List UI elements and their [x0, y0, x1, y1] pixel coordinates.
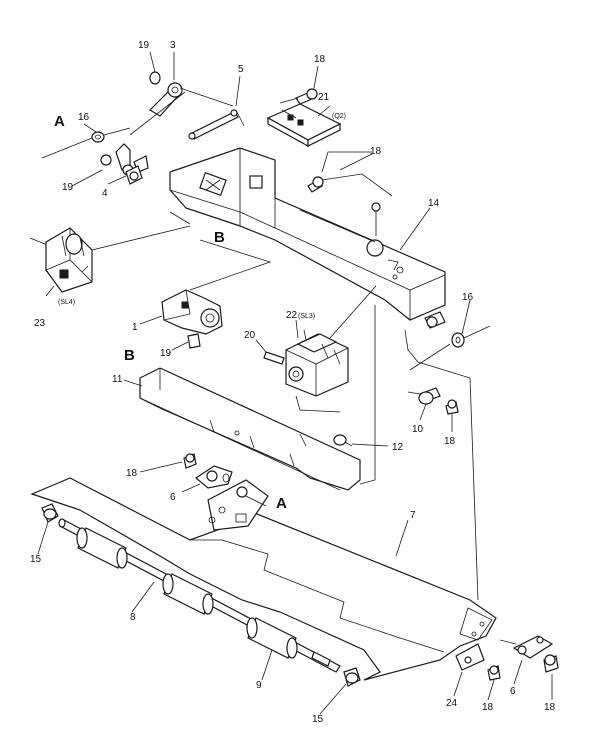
b-link-line-2: [169, 211, 191, 225]
callout-5: 5: [238, 64, 244, 75]
callout-23: 23: [34, 318, 46, 329]
callout-6-left: 6: [170, 492, 176, 503]
code-sl4: (SL4): [58, 299, 75, 306]
callout-16-top: 16: [78, 112, 90, 123]
callout-3: 3: [170, 40, 176, 51]
solenoid-23: [29, 225, 191, 293]
callout-20: 20: [244, 330, 256, 341]
callout-6-right: 6: [510, 686, 516, 697]
screw-18-mid: [445, 399, 459, 415]
lever-1: [161, 289, 223, 349]
lever-assembly: [129, 71, 245, 140]
screw-18-bottom-mid: [487, 665, 501, 681]
connector-line-right: [404, 329, 479, 601]
pin-20: [263, 351, 285, 365]
reference-letters: A A B B: [54, 113, 287, 512]
stud-6-right: [499, 635, 554, 659]
callout-22: 22: [286, 310, 298, 321]
callout-19-top: 19: [138, 40, 150, 51]
callout-18-bottom-mid: 18: [482, 702, 494, 713]
leader-lines: [37, 51, 553, 715]
stud-6-left: [194, 465, 233, 489]
connector-line-left: [359, 305, 376, 485]
callout-9: 9: [256, 680, 262, 691]
ref-b-mid: B: [124, 347, 135, 364]
callout-11: 11: [112, 374, 123, 385]
ref-a-top: A: [54, 113, 65, 130]
ref-a-bottom: A: [276, 495, 287, 512]
stud-10: [407, 387, 441, 405]
callout-15-left: 15: [30, 554, 42, 565]
ref-b-top: B: [214, 229, 225, 246]
callout-18-mid: 18: [444, 436, 456, 447]
bushing-15-left: [41, 503, 59, 523]
part-4: [125, 165, 143, 185]
screw-18-frame: [307, 151, 393, 197]
callout-12: 12: [392, 442, 404, 453]
roller-shaft-8: [58, 518, 341, 673]
callout-18-lower: 18: [126, 468, 138, 479]
upper-frame-14: [169, 147, 446, 329]
callout-24: 24: [446, 698, 458, 709]
washer-16-right: [409, 325, 491, 371]
callout-1: 1: [132, 322, 138, 333]
part-24: [455, 643, 485, 671]
callout-10: 10: [412, 424, 424, 435]
screw-top-center: [371, 202, 381, 236]
bracket-11: [139, 367, 361, 491]
callout-16-right: 16: [462, 292, 474, 303]
bushing-15-right: [343, 667, 361, 687]
callout-21: 21: [318, 92, 330, 103]
callout-15-right: 15: [312, 714, 324, 725]
screw-18-lower: [183, 453, 197, 469]
callout-18-top: 18: [314, 54, 326, 65]
callout-18-frame: 18: [370, 146, 382, 157]
callout-19-left: 19: [62, 182, 74, 193]
callout-18-bottom-right: 18: [544, 702, 556, 713]
plate-7: [30, 477, 497, 681]
b-link-line: [189, 239, 272, 291]
code-sl3: (SL3): [298, 313, 315, 320]
callout-19-mid: 19: [160, 348, 172, 359]
screw-18-bottom-right: [543, 654, 559, 673]
callout-7: 7: [410, 510, 416, 521]
washer-16-top: [41, 127, 149, 176]
callout-labels: 3 19 5 18 16 21 (Q2) 18 19 4 14 (SL4) 23…: [30, 40, 556, 725]
photo-sensor-21: [266, 88, 342, 148]
callout-14: 14: [428, 198, 440, 209]
callout-8: 8: [130, 612, 136, 623]
solenoid-22: [285, 285, 377, 413]
code-q2: (Q2): [332, 113, 346, 120]
callout-4: 4: [102, 188, 108, 199]
